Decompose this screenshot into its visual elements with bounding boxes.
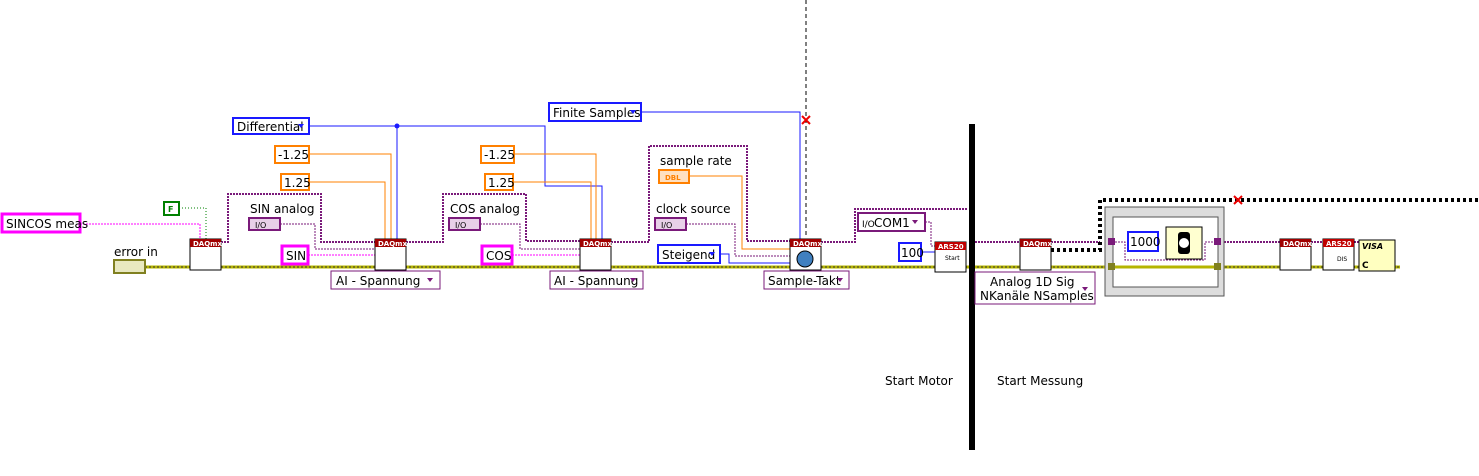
svg-text:AI - Spannung: AI - Spannung	[336, 274, 420, 288]
active-edge-enum[interactable]: Steigend	[657, 244, 721, 264]
string-wire-sincos[interactable]	[80, 223, 201, 239]
svg-text:I/O: I/O	[255, 221, 266, 230]
svg-text:F: F	[168, 205, 173, 214]
channel-type-ring-2[interactable]: AI - Spannung	[549, 270, 644, 290]
svg-text:DBL: DBL	[665, 174, 681, 182]
start-motor-label: Start Motor	[885, 374, 953, 388]
svg-text:100: 100	[901, 246, 924, 260]
sample-rate-label: sample rate	[660, 154, 732, 168]
sequence-divider	[969, 124, 975, 450]
svg-text:DAQmx: DAQmx	[793, 240, 822, 248]
svg-text:-1.25: -1.25	[484, 148, 515, 162]
sample-mode-enum[interactable]: Finite Samples	[548, 102, 642, 122]
broken-wire-x-icon	[801, 115, 1243, 205]
sin-analog-label: SIN analog	[250, 202, 315, 216]
clock-source-control[interactable]: I/O	[654, 217, 687, 231]
dropdown-arrow-icon	[912, 220, 918, 224]
cos-analog-label: COS analog	[450, 202, 520, 216]
svg-text:DAQmx: DAQmx	[1283, 240, 1312, 248]
svg-text:Steigend: Steigend	[662, 248, 715, 262]
svg-text:NKanäle NSamples: NKanäle NSamples	[980, 289, 1094, 303]
dropdown-arrow-icon	[709, 252, 715, 256]
daqmx-create-task-node[interactable]: DAQmx	[189, 238, 222, 271]
svg-text:COS: COS	[486, 249, 511, 263]
task-wire[interactable]	[221, 145, 1359, 243]
svg-text:1.25: 1.25	[284, 176, 311, 190]
svg-text:AI - Spannung: AI - Spannung	[554, 274, 638, 288]
svg-text:Finite Samples: Finite Samples	[553, 106, 640, 120]
svg-text:Sample-Takt: Sample-Takt	[768, 274, 841, 288]
error-in-label: error in	[114, 245, 158, 259]
error-in-control[interactable]	[113, 259, 146, 274]
svg-text:ARS20: ARS20	[938, 243, 964, 251]
sin-name-constant[interactable]: SIN	[280, 244, 310, 266]
sin-max-constant[interactable]: 1.25	[280, 173, 311, 191]
motor-value-constant[interactable]: 100	[898, 242, 924, 262]
svg-text:Differential: Differential	[237, 120, 304, 134]
svg-text:I/O: I/O	[862, 220, 875, 230]
sin-min-constant[interactable]: -1.25	[274, 145, 310, 164]
svg-text:I/O: I/O	[455, 221, 466, 230]
bool-constant[interactable]: F	[163, 201, 180, 216]
channel-type-ring-1[interactable]: AI - Spannung	[330, 270, 441, 290]
svg-text:DAQmx: DAQmx	[583, 240, 612, 248]
cos-min-constant[interactable]: -1.25	[480, 145, 515, 164]
wait-ms-constant[interactable]: 1000	[1127, 231, 1161, 252]
svg-text:Analog 1D Sig: Analog 1D Sig	[990, 275, 1075, 289]
timing-type-ring[interactable]: Sample-Takt	[763, 270, 850, 290]
svg-text:VISA: VISA	[1362, 242, 1383, 251]
dropdown-arrow-icon	[630, 110, 636, 114]
cos-max-constant[interactable]: 1.25	[484, 173, 515, 191]
svg-text:COM1: COM1	[874, 216, 910, 230]
svg-text:Start: Start	[945, 255, 960, 262]
bool-wire[interactable]	[179, 207, 207, 239]
svg-text:1000: 1000	[1130, 235, 1161, 249]
daqmx-read-node[interactable]: DAQmx	[1019, 238, 1052, 271]
svg-text:1.25: 1.25	[488, 176, 515, 190]
daqmx-clear-task-node[interactable]: DAQmx	[1279, 238, 1312, 271]
svg-text:DAQmx: DAQmx	[1023, 240, 1052, 248]
svg-text:ARS20: ARS20	[1326, 240, 1352, 248]
start-measurement-label: Start Messung	[997, 374, 1083, 388]
visa-close-node[interactable]: VISA C	[1358, 239, 1396, 272]
svg-text:DAQmx: DAQmx	[378, 240, 407, 248]
clock-source-label: clock source	[656, 202, 730, 216]
svg-text:C: C	[1362, 261, 1369, 271]
cos-channel-control[interactable]: I/O	[448, 217, 481, 231]
cos-name-constant[interactable]: COS	[480, 244, 514, 266]
sin-channel-control[interactable]: I/O	[248, 217, 281, 231]
svg-text:SINCOS meas: SINCOS meas	[6, 217, 88, 231]
sample-rate-control[interactable]: DBL	[658, 169, 690, 184]
terminal-config-enum[interactable]: Differential	[232, 117, 310, 135]
daqmx-create-channel-cos-node[interactable]: DAQmx	[579, 238, 612, 271]
dropdown-arrow-icon	[298, 124, 304, 128]
clock-icon	[796, 250, 814, 268]
svg-text:DIS: DIS	[1337, 256, 1347, 263]
svg-text:I/O: I/O	[661, 221, 672, 230]
wait-timer-icon[interactable]	[1165, 226, 1203, 260]
daqmx-create-channel-sin-node[interactable]: DAQmx	[374, 238, 407, 271]
svg-text:DAQmx: DAQmx	[193, 240, 222, 248]
daqmx-timing-node[interactable]: DAQmx	[789, 238, 822, 271]
sincos-name-constant[interactable]: SINCOS meas	[0, 212, 88, 234]
svg-text:-1.25: -1.25	[278, 148, 309, 162]
svg-text:SIN: SIN	[286, 249, 306, 263]
flat-sequence-frame[interactable]	[1104, 206, 1225, 297]
